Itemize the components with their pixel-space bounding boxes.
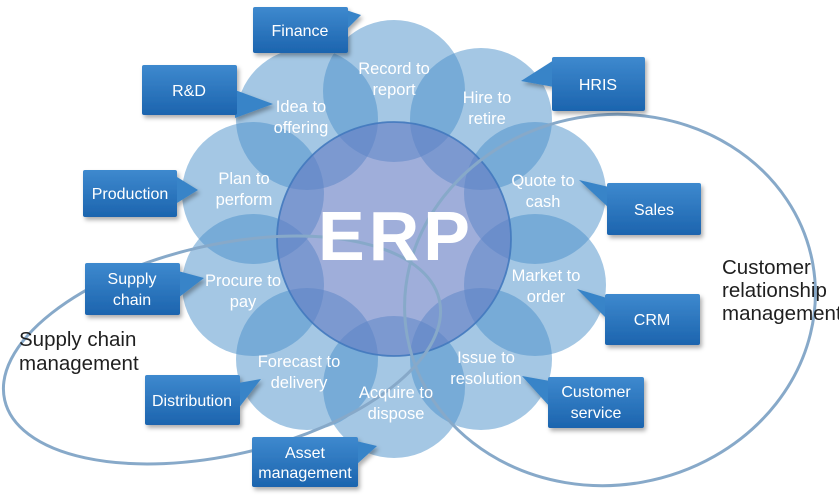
label-hire-to-retire-2: retire	[468, 110, 506, 128]
callout-supply-chain-label-1: Supply	[108, 271, 157, 288]
erp-center-circle	[276, 121, 512, 357]
callout-asset-management-label-1: Asset	[285, 445, 326, 462]
callout-hris: HRIS	[521, 57, 645, 111]
callout-finance-label: Finance	[272, 23, 329, 40]
label-record-to-report-2: report	[372, 81, 416, 99]
crm-zone-label-1: Customer	[722, 256, 811, 279]
callout-rd-box	[142, 65, 237, 115]
callout-finance-box	[253, 7, 348, 53]
callout-rd-label: R&D	[172, 83, 206, 100]
callout-customer-service-box	[548, 377, 644, 428]
label-hire-to-retire-1: Hire to	[463, 89, 512, 107]
label-plan-to-perform-1: Plan to	[218, 170, 269, 188]
callout-supply-chain-pointer	[178, 271, 204, 298]
callout-asset-management: Asset management	[252, 437, 377, 487]
label-quote-to-cash-2: cash	[526, 193, 561, 211]
label-market-to-order-1: Market to	[512, 267, 581, 285]
callout-rd-pointer	[235, 90, 273, 118]
callout-production-box	[83, 170, 177, 217]
callout-sales-pointer	[579, 180, 609, 208]
label-plan-to-perform-2: perform	[216, 191, 273, 209]
label-acquire-to-dispose-2: dispose	[368, 405, 425, 423]
callout-hris-label: HRIS	[579, 77, 617, 94]
callout-crm-pointer	[577, 289, 607, 319]
callout-sales-label: Sales	[634, 202, 674, 219]
label-issue-to-resolution-2: resolution	[450, 370, 522, 388]
callout-production-pointer	[177, 177, 198, 203]
label-issue-to-resolution-1: Issue to	[457, 349, 515, 367]
callouts-group: Finance HRIS Sales CRM Customer service …	[83, 7, 701, 487]
callout-hris-box	[552, 57, 645, 111]
scm-zone-label-1: Supply chain	[19, 328, 136, 351]
erp-title: ERP	[318, 197, 474, 275]
label-idea-to-offering-1: Idea to	[276, 98, 326, 116]
customer-relationship-management-ellipse	[403, 112, 817, 488]
callout-crm-label: CRM	[634, 312, 670, 329]
label-procure-to-pay-1: Procure to	[205, 272, 281, 290]
callout-production: Production	[83, 170, 198, 217]
scm-zone-label-2: management	[19, 352, 139, 375]
callout-supply-chain: Supply chain	[85, 263, 204, 315]
label-idea-to-offering-2: offering	[274, 119, 329, 137]
callout-sales: Sales	[579, 180, 701, 235]
callout-customer-service-label-1: Customer	[561, 384, 631, 401]
callout-distribution-label: Distribution	[152, 393, 232, 410]
zone-labels-group: Supply chain management Customer relatio…	[19, 256, 839, 375]
crm-zone-label-2: relationship	[722, 279, 827, 302]
callout-distribution: Distribution	[145, 375, 261, 425]
callout-sales-box	[607, 183, 701, 235]
callout-asset-management-box	[252, 437, 358, 487]
label-forecast-to-delivery-2: delivery	[271, 374, 329, 392]
label-acquire-to-dispose-1: Acquire to	[359, 384, 433, 402]
callout-distribution-box	[145, 375, 240, 425]
callout-asset-management-pointer	[356, 441, 377, 465]
callout-supply-chain-box	[85, 263, 180, 315]
crm-zone-label-3: management	[722, 302, 839, 325]
callout-distribution-pointer	[238, 379, 261, 409]
callout-rd: R&D	[142, 65, 273, 118]
label-procure-to-pay-2: pay	[230, 293, 257, 311]
label-quote-to-cash-1: Quote to	[511, 172, 574, 190]
supply-chain-management-ellipse	[1, 234, 443, 466]
callout-customer-service: Customer service	[522, 376, 644, 428]
callout-production-label: Production	[92, 186, 169, 203]
callout-customer-service-pointer	[522, 376, 550, 407]
label-forecast-to-delivery-1: Forecast to	[258, 353, 341, 371]
label-record-to-report-1: Record to	[358, 60, 430, 78]
callout-customer-service-label-2: service	[571, 405, 622, 422]
callout-crm: CRM	[577, 289, 700, 345]
callout-hris-pointer	[521, 60, 554, 87]
callout-crm-box	[605, 294, 700, 345]
callout-finance: Finance	[253, 7, 361, 53]
callout-asset-management-label-2: management	[258, 465, 352, 482]
label-market-to-order-2: order	[527, 288, 566, 306]
petal-labels-group: Record to report Hire to retire Quote to…	[205, 60, 580, 423]
callout-supply-chain-label-2: chain	[113, 292, 151, 309]
